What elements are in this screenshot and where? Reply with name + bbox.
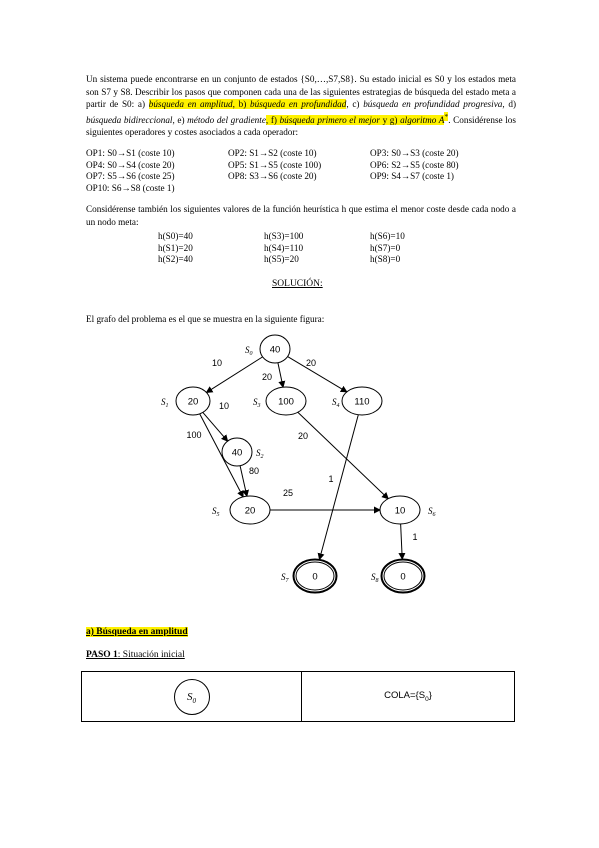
paso1-node: S0 [173, 678, 210, 715]
edge-s0-s3 [277, 362, 286, 389]
node-heuristic-value: 20 [245, 506, 256, 517]
node-s5: 20 S5 [212, 495, 271, 525]
strategy-b: búsqueda en profundidad [250, 99, 347, 109]
graph-intro: El grafo del problema es el que se muest… [86, 314, 325, 324]
problem-statement: Un sistema puede encontrarse en un conju… [86, 74, 516, 138]
node-label: S0 [245, 345, 253, 357]
edge-s6-s8 [398, 523, 406, 561]
node-circle [229, 495, 271, 525]
node-heuristic-value: 100 [278, 397, 294, 408]
node-s4: 110 S4 [332, 386, 383, 416]
node-circle [295, 561, 335, 591]
edge-s4-s7 [317, 414, 359, 561]
heuristics-table: h(S0)=40 h(S3)=100 h(S6)=10 h(S1)=20 h(S… [158, 231, 458, 266]
edge-cost-label: 10 [212, 358, 222, 368]
edge-cost-label: 25 [283, 488, 293, 498]
paso1-queue-cell: COLA={S0} [301, 671, 515, 722]
edge-cost-label: 20 [262, 372, 272, 382]
node-s8: 0 S8 [371, 558, 426, 594]
node-s6: 10 S6 [379, 495, 436, 525]
node-circle [265, 386, 307, 416]
solution-title: SOLUCIÓN: [272, 279, 323, 289]
edge-cost-label: 20 [298, 431, 308, 441]
node-label: S4 [332, 397, 340, 409]
node-s7: 0 S7 [281, 558, 338, 594]
node-heuristic-value: 0 [312, 572, 317, 583]
node-heuristic-value: 40 [232, 448, 243, 459]
operators-table: OP1: S0→S1 (coste 10) OP2: S1→S2 (coste … [86, 148, 516, 194]
heuristics-row: h(S1)=20 h(S4)=110 h(S7)=0 [158, 242, 401, 253]
node-circle [341, 386, 383, 416]
node-circle [383, 561, 423, 591]
heuristics-row: h(S0)=40 h(S3)=100 h(S6)=10 [158, 231, 405, 241]
node-circle [221, 437, 253, 467]
node-label: S6 [428, 506, 436, 518]
paso1-heading: PASO 1: Situación inicial [86, 650, 185, 660]
node-s3: 100 S3 [253, 386, 307, 416]
edge-cost-label: 1 [412, 532, 417, 542]
paso1-table: S0 COLA={S0} [81, 671, 515, 722]
node-heuristic-value: 0 [400, 572, 405, 583]
node-label: S7 [281, 572, 290, 584]
operators-row: OP1: S0→S1 (coste 10) OP2: S1→S2 (coste … [86, 148, 459, 158]
node-circle [379, 495, 421, 525]
node-label: S8 [371, 572, 379, 584]
node-s1: 20 S1 [161, 386, 211, 416]
edge-s0-s4 [287, 356, 348, 393]
edge-cost-label: 1 [328, 474, 333, 484]
node-label: S2 [256, 448, 264, 460]
node-label: S3 [253, 397, 261, 409]
strategy-f: búsqueda primero el mejor [279, 114, 380, 125]
operators-row: OP10: S6→S8 (coste 1) [86, 182, 175, 193]
operators-row: OP4: S0→S4 (coste 20) OP5: S1→S5 (coste … [86, 159, 459, 170]
section-a-heading: a) Búsqueda en amplitud [86, 627, 188, 637]
node-circle [175, 386, 211, 416]
goal-ring [292, 558, 338, 594]
edge-cost-label: 10 [219, 401, 229, 411]
goal-ring [380, 558, 426, 594]
node-heuristic-value: 40 [270, 345, 281, 356]
edge-s1-s2 [202, 412, 229, 442]
edge-cost-label: 100 [186, 430, 201, 440]
edge-s3-s6 [297, 411, 389, 500]
paso1-graph-cell: S0 [81, 671, 302, 722]
strategy-d: búsqueda bidireccional [86, 114, 173, 125]
edge-s2-s5 [239, 465, 250, 498]
node-heuristic-value: 10 [395, 506, 406, 517]
edge-cost-label: 80 [249, 466, 259, 476]
node-s2: 40 S2 [221, 437, 264, 467]
strategy-a: búsqueda en amplitud [148, 99, 233, 109]
node-s0: 40 S0 [245, 334, 291, 364]
edge-s1-s5 [199, 413, 244, 498]
edge-cost-label: 20 [306, 358, 316, 368]
node-label: S1 [161, 397, 169, 409]
operators-row: OP7: S5→S6 (coste 25) OP8: S3→S6 (coste … [86, 171, 454, 182]
node-heuristic-value: 110 [354, 397, 369, 408]
node-circle [259, 334, 291, 364]
strategy-g: algoritmo A [400, 114, 445, 125]
edge-s0-s1 [205, 356, 263, 393]
node-label: S5 [212, 506, 220, 518]
cola-value: COLA={S0} [384, 690, 432, 703]
node-heuristic-value: 20 [188, 397, 199, 408]
heuristic-intro: Considérense también los siguientes valo… [86, 204, 516, 227]
heuristics-row: h(S2)=40 h(S5)=20 h(S8)=0 [158, 254, 401, 264]
strategy-c: búsqueda en profundidad progresiva [363, 99, 503, 109]
strategy-e: método del gradiente [187, 114, 266, 125]
